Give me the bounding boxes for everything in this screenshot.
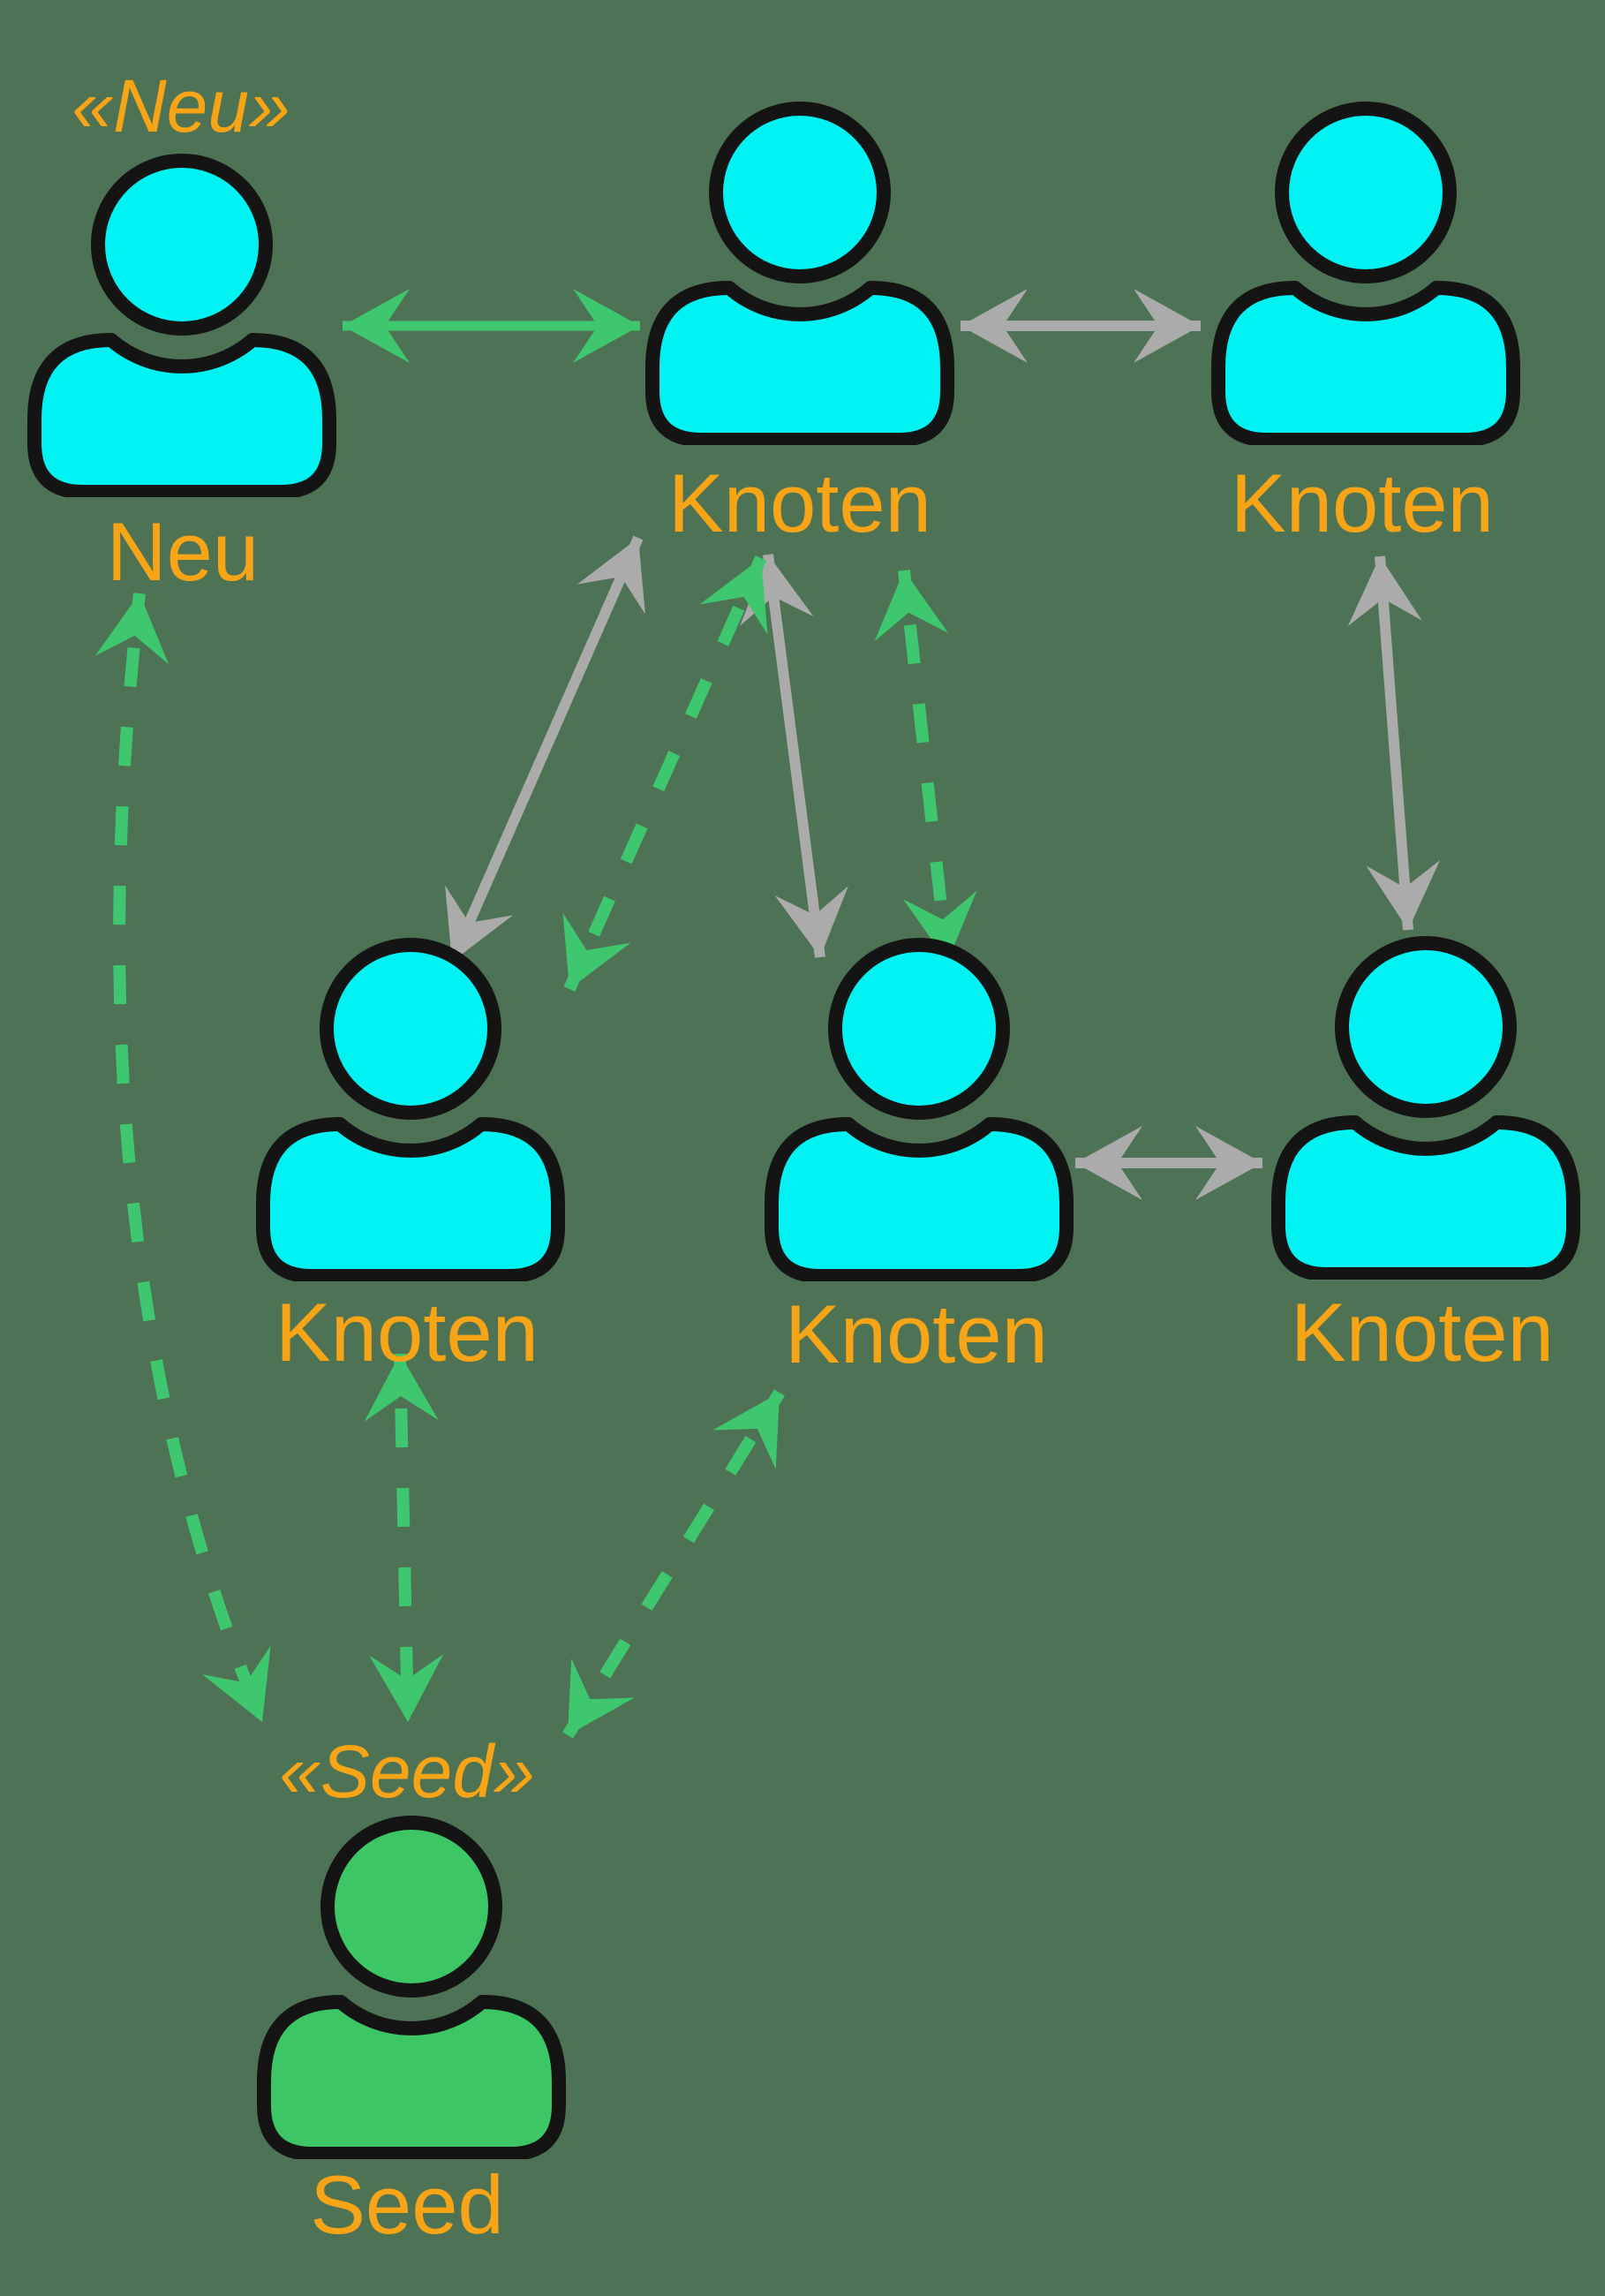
edge-midleft-seed-green-dashed: [364, 1353, 444, 1723]
person-icon-knoten-mid-center: [765, 934, 1074, 1281]
person-icon-knoten-mid-left: [256, 934, 565, 1281]
label-seed: Seed: [310, 2158, 504, 2251]
edge-topcenter-midleft-green-dashed: [562, 555, 768, 992]
label-neu: Neu: [106, 505, 260, 598]
label-knoten-mid-right: Knoten: [1291, 1286, 1554, 1378]
label-knoten-mid-center: Knoten: [785, 1288, 1048, 1380]
label-knoten-top-center: Knoten: [668, 457, 931, 549]
person-icon-knoten-mid-right: [1271, 933, 1580, 1280]
person-icon-knoten-top-right: [1211, 98, 1520, 445]
edge-topright-midright-gray-solid: [1347, 555, 1441, 931]
person-icon-knoten-top-center: [645, 98, 954, 445]
edge-topcenter-midcenter-gray-solid: [740, 554, 848, 958]
edge-neu-seed-green-dashed-curve: [94, 593, 271, 1725]
edge-midcenter-seed-green-dashed: [562, 1389, 785, 1739]
stereotype-neu: «Neu»: [72, 64, 290, 147]
stereotype-seed: «Seed»: [279, 1730, 535, 1813]
label-knoten-top-right: Knoten: [1231, 457, 1494, 549]
edge-topcenter-midleft-gray-solid: [445, 535, 645, 964]
person-icon-neu: [27, 150, 336, 497]
label-knoten-mid-left: Knoten: [275, 1286, 539, 1378]
person-icon-seed: [257, 1812, 566, 2159]
edge-topcenter-midcenter-green-dashed: [874, 570, 977, 963]
